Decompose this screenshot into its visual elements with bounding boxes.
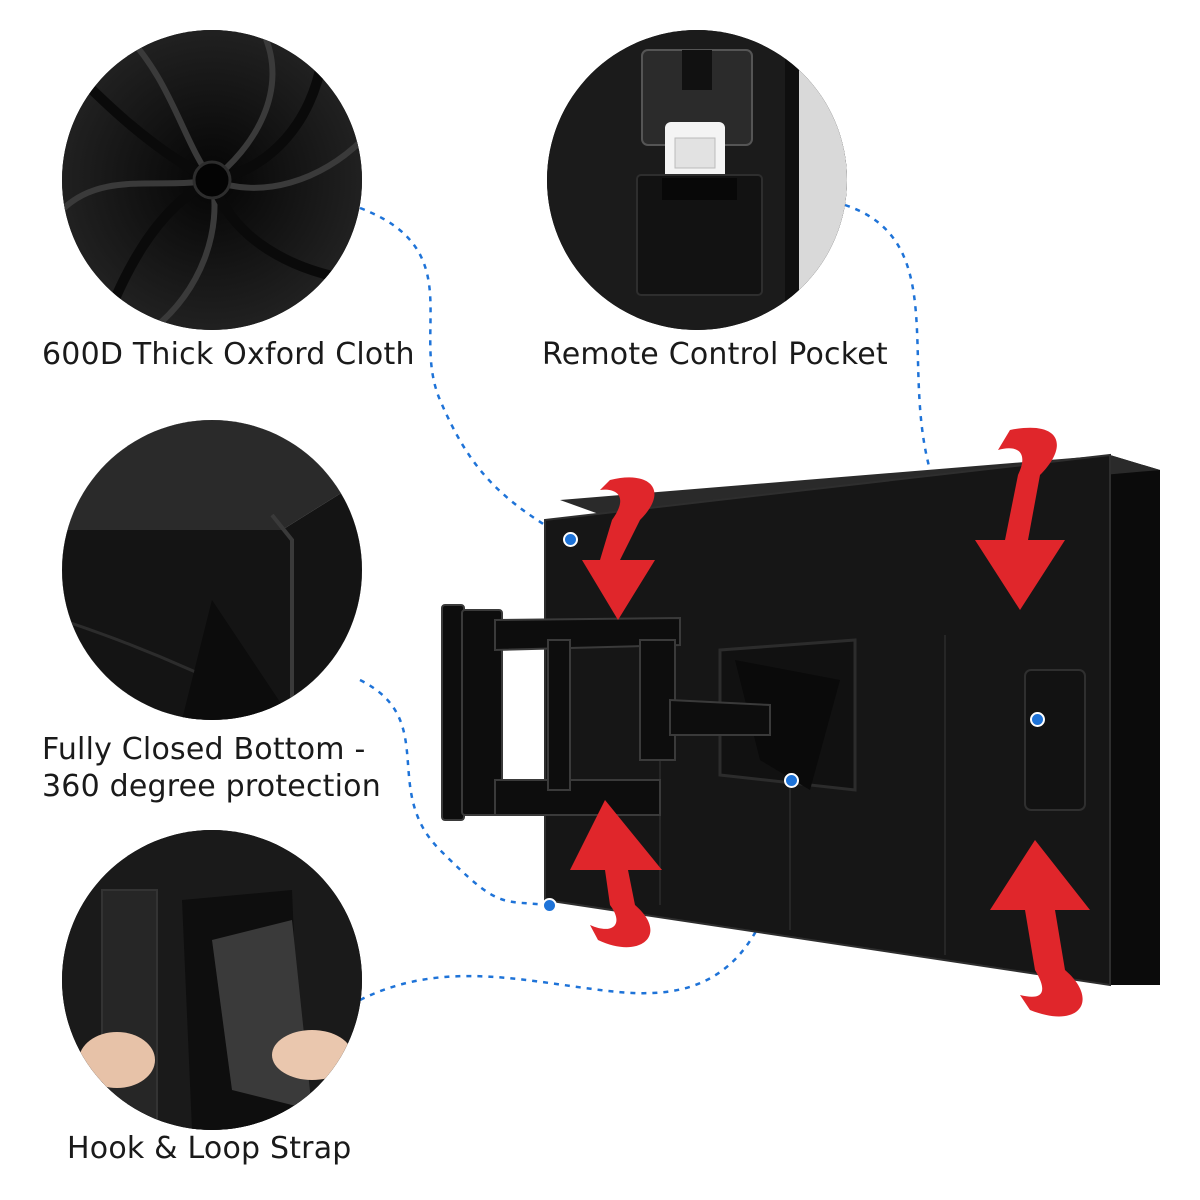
hook-loop-strap-closeup: [62, 830, 362, 1130]
oxford-cloth-closeup: [62, 30, 362, 330]
connector-bottom: [359, 678, 549, 907]
closed-bottom-closeup: [62, 420, 362, 720]
caption-closed-bottom-line2: 360 degree protection: [42, 769, 381, 804]
rotate-arrow-icon: [990, 840, 1090, 1017]
connector-dot-oxford: [563, 532, 578, 547]
connector-dot-pocket: [1030, 712, 1045, 727]
rotate-arrow-icon: [570, 800, 662, 948]
caption-closed-bottom-line1: Fully Closed Bottom -: [42, 732, 366, 767]
connector-dot-bottom: [542, 898, 557, 913]
rotate-arrow-icon: [582, 477, 655, 620]
remote-pocket-closeup: [547, 30, 847, 330]
caption-remote-pocket: Remote Control Pocket: [542, 337, 888, 372]
connector-pocket: [844, 203, 1038, 721]
caption-hook-loop-strap: Hook & Loop Strap: [67, 1131, 352, 1166]
caption-oxford-cloth: 600D Thick Oxford Cloth: [42, 337, 415, 372]
connector-strap: [359, 779, 792, 1002]
connector-dot-strap: [784, 773, 799, 788]
rotate-arrow-icon: [975, 427, 1065, 610]
